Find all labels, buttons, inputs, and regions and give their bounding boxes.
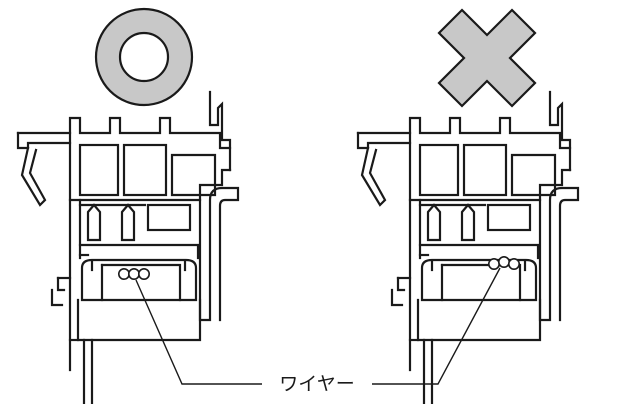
leader-line-right — [372, 267, 501, 385]
cross-mark-shape — [437, 8, 537, 108]
frame-profile-correct — [16, 90, 240, 404]
leader-line-left — [135, 279, 262, 385]
frame-profile-incorrect — [356, 90, 580, 404]
wire-3 — [507, 257, 520, 270]
wire-2 — [497, 255, 510, 268]
wire-3 — [138, 267, 151, 280]
wire-label: ワイヤー — [279, 373, 354, 395]
correct-circle-icon — [94, 7, 194, 107]
incorrect-cross-icon — [437, 8, 537, 108]
wire-leader-lines — [135, 267, 501, 385]
wire-group-correct — [118, 267, 151, 280]
wire-group-incorrect — [487, 255, 520, 270]
circle-mark-inner — [118, 31, 170, 83]
wire-2 — [128, 267, 141, 280]
wire-1 — [118, 267, 131, 280]
wire-1 — [487, 257, 500, 270]
